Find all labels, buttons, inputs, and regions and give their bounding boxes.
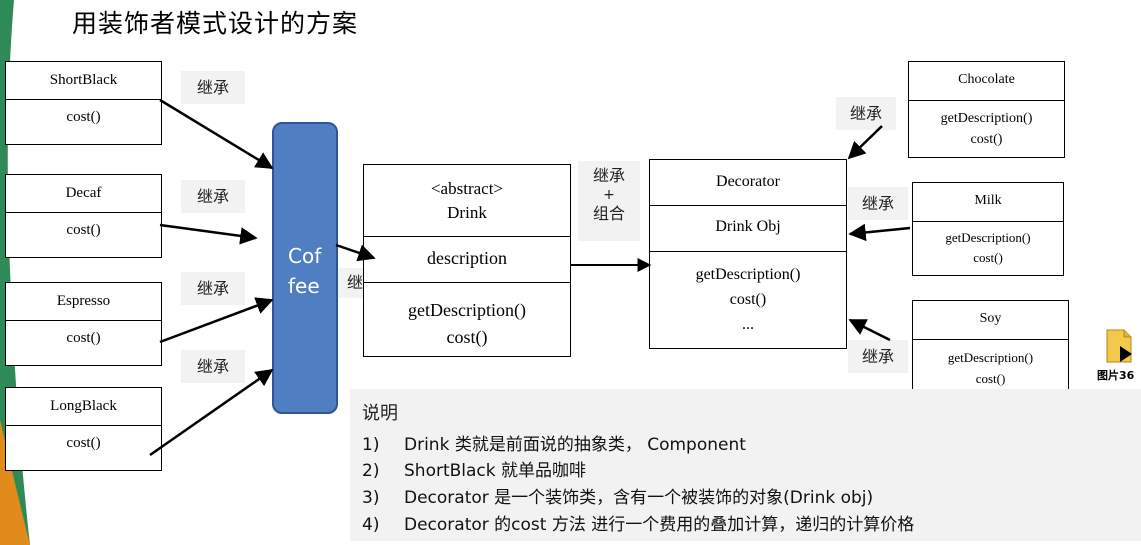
- drink-stereotype: <abstract>: [430, 179, 504, 198]
- coffee-class-block: Cof fee: [272, 122, 338, 414]
- coffee-label-line1: Cof: [288, 244, 322, 268]
- milk-methods: getDescription() cost(): [913, 221, 1063, 275]
- file-icon-caption[interactable]: 图片36: [1097, 369, 1135, 382]
- soy-class-box: Soy getDescription() cost(): [912, 300, 1069, 396]
- decaf-class-box: Decaf cost(): [5, 174, 162, 258]
- coffee-label-line2: fee: [288, 274, 320, 298]
- notes-item-number: 4): [362, 515, 380, 535]
- espresso-method: cost(): [6, 320, 161, 365]
- inherit-label-decaf: 继承: [181, 180, 245, 213]
- notes-panel: 说明 1) Drink 类就是前面说的抽象类， Component 2) Short…: [350, 389, 1141, 541]
- notes-item-text: Decorator 是一个装饰类，含有一个被装饰的对象(Drink obj): [404, 488, 874, 508]
- decorator-method-cost: cost(): [729, 291, 767, 308]
- inherit-label-chocolate: 继承: [836, 97, 896, 130]
- arrow-soy-to-decorator: [848, 318, 891, 342]
- shortblack-method: cost(): [6, 99, 161, 144]
- decorator-methods: getDescription() cost() ...: [650, 251, 846, 348]
- drink-methods: getDescription() cost(): [364, 282, 570, 356]
- decaf-method: cost(): [6, 212, 161, 257]
- drink-method-getdescription: getDescription(): [408, 300, 526, 320]
- notes-item-number: 1): [362, 435, 380, 455]
- combo-label-line2: +: [603, 187, 615, 203]
- espresso-name: Espresso: [56, 293, 111, 309]
- longblack-method: cost(): [6, 425, 161, 470]
- chocolate-methods: getDescription() cost(): [909, 100, 1064, 157]
- page-title: 用装饰者模式设计的方案: [72, 9, 359, 38]
- arrow-espresso-to-coffee: [159, 297, 274, 344]
- combo-label-line1: 继承: [592, 166, 625, 185]
- decorator-method-more: ...: [742, 316, 754, 333]
- notes-item: 3) Decorator 是一个装饰类，含有一个被装饰的对象(Drink obj): [362, 483, 873, 508]
- milk-name: Milk: [974, 193, 1002, 208]
- drink-method-cost: cost(): [446, 327, 488, 347]
- notes-item-text: Drink 类就是前面说的抽象类， Component: [404, 435, 746, 455]
- notes-item: 2) ShortBlack 就单品咖啡: [362, 456, 586, 481]
- chocolate-method-getdescription: getDescription(): [940, 111, 1033, 126]
- milk-method-getdescription: getDescription(): [945, 230, 1031, 245]
- espresso-class-box: Espresso cost(): [5, 282, 162, 366]
- decaf-name: Decaf: [65, 185, 102, 201]
- drink-header: <abstract> Drink: [364, 165, 570, 236]
- notes-item: 1) Drink 类就是前面说的抽象类， Component: [362, 430, 746, 455]
- chocolate-method-cost: cost(): [970, 132, 1003, 147]
- chocolate-class-box: Chocolate getDescription() cost(): [908, 61, 1065, 158]
- file-icon[interactable]: [1104, 328, 1134, 364]
- notes-item-text: ShortBlack 就单品咖啡: [404, 461, 587, 481]
- decorator-field: Drink Obj: [650, 205, 846, 251]
- drink-name: Drink: [447, 203, 487, 222]
- inherit-label-longblack: 继承: [181, 350, 245, 383]
- drink-field: description: [364, 236, 570, 282]
- arrow-milk-to-decorator: [848, 223, 911, 242]
- decorator-method-getdescription: getDescription(): [695, 266, 801, 283]
- notes-heading: 说明: [362, 403, 398, 424]
- arrow-shortblack-to-coffee: [159, 98, 274, 170]
- shortblack-class-box: ShortBlack cost(): [5, 61, 162, 145]
- chocolate-name: Chocolate: [958, 72, 1015, 87]
- longblack-name: LongBlack: [50, 398, 117, 414]
- soy-method-cost: cost(): [975, 371, 1006, 386]
- soy-methods: getDescription() cost(): [913, 339, 1068, 395]
- arrow-decaf-to-coffee: [159, 223, 258, 245]
- drink-class-box: <abstract> Drink description getDescript…: [363, 164, 571, 357]
- longblack-class-box: LongBlack cost(): [5, 387, 162, 471]
- milk-method-cost: cost(): [973, 250, 1003, 265]
- inherit-label-shortblack: 继承: [181, 71, 245, 104]
- soy-name: Soy: [979, 311, 1002, 326]
- decorator-name: Decorator: [716, 173, 780, 190]
- notes-item-number: 2): [362, 461, 380, 481]
- combo-label-line3: 组合: [592, 204, 625, 223]
- arrow-chocolate-to-decorator: [847, 125, 883, 160]
- soy-method-getdescription: getDescription(): [947, 350, 1034, 365]
- shortblack-name: ShortBlack: [49, 72, 118, 88]
- decorator-class-box: Decorator Drink Obj getDescription() cos…: [649, 159, 847, 349]
- inherit-label-soy: 继承: [848, 340, 908, 373]
- inherit-label-milk: 继承: [848, 187, 908, 220]
- notes-item: 4) Decorator 的cost 方法 进行一个费用的叠加计算，递归的计算价格: [362, 510, 914, 535]
- notes-item-text: Decorator 的cost 方法 进行一个费用的叠加计算，递归的计算价格: [404, 515, 915, 535]
- inherit-combo-label: 继承 + 组合: [578, 161, 640, 241]
- notes-item-number: 3): [362, 488, 380, 508]
- milk-class-box: Milk getDescription() cost(): [912, 182, 1064, 276]
- inherit-label-espresso: 继承: [181, 272, 245, 305]
